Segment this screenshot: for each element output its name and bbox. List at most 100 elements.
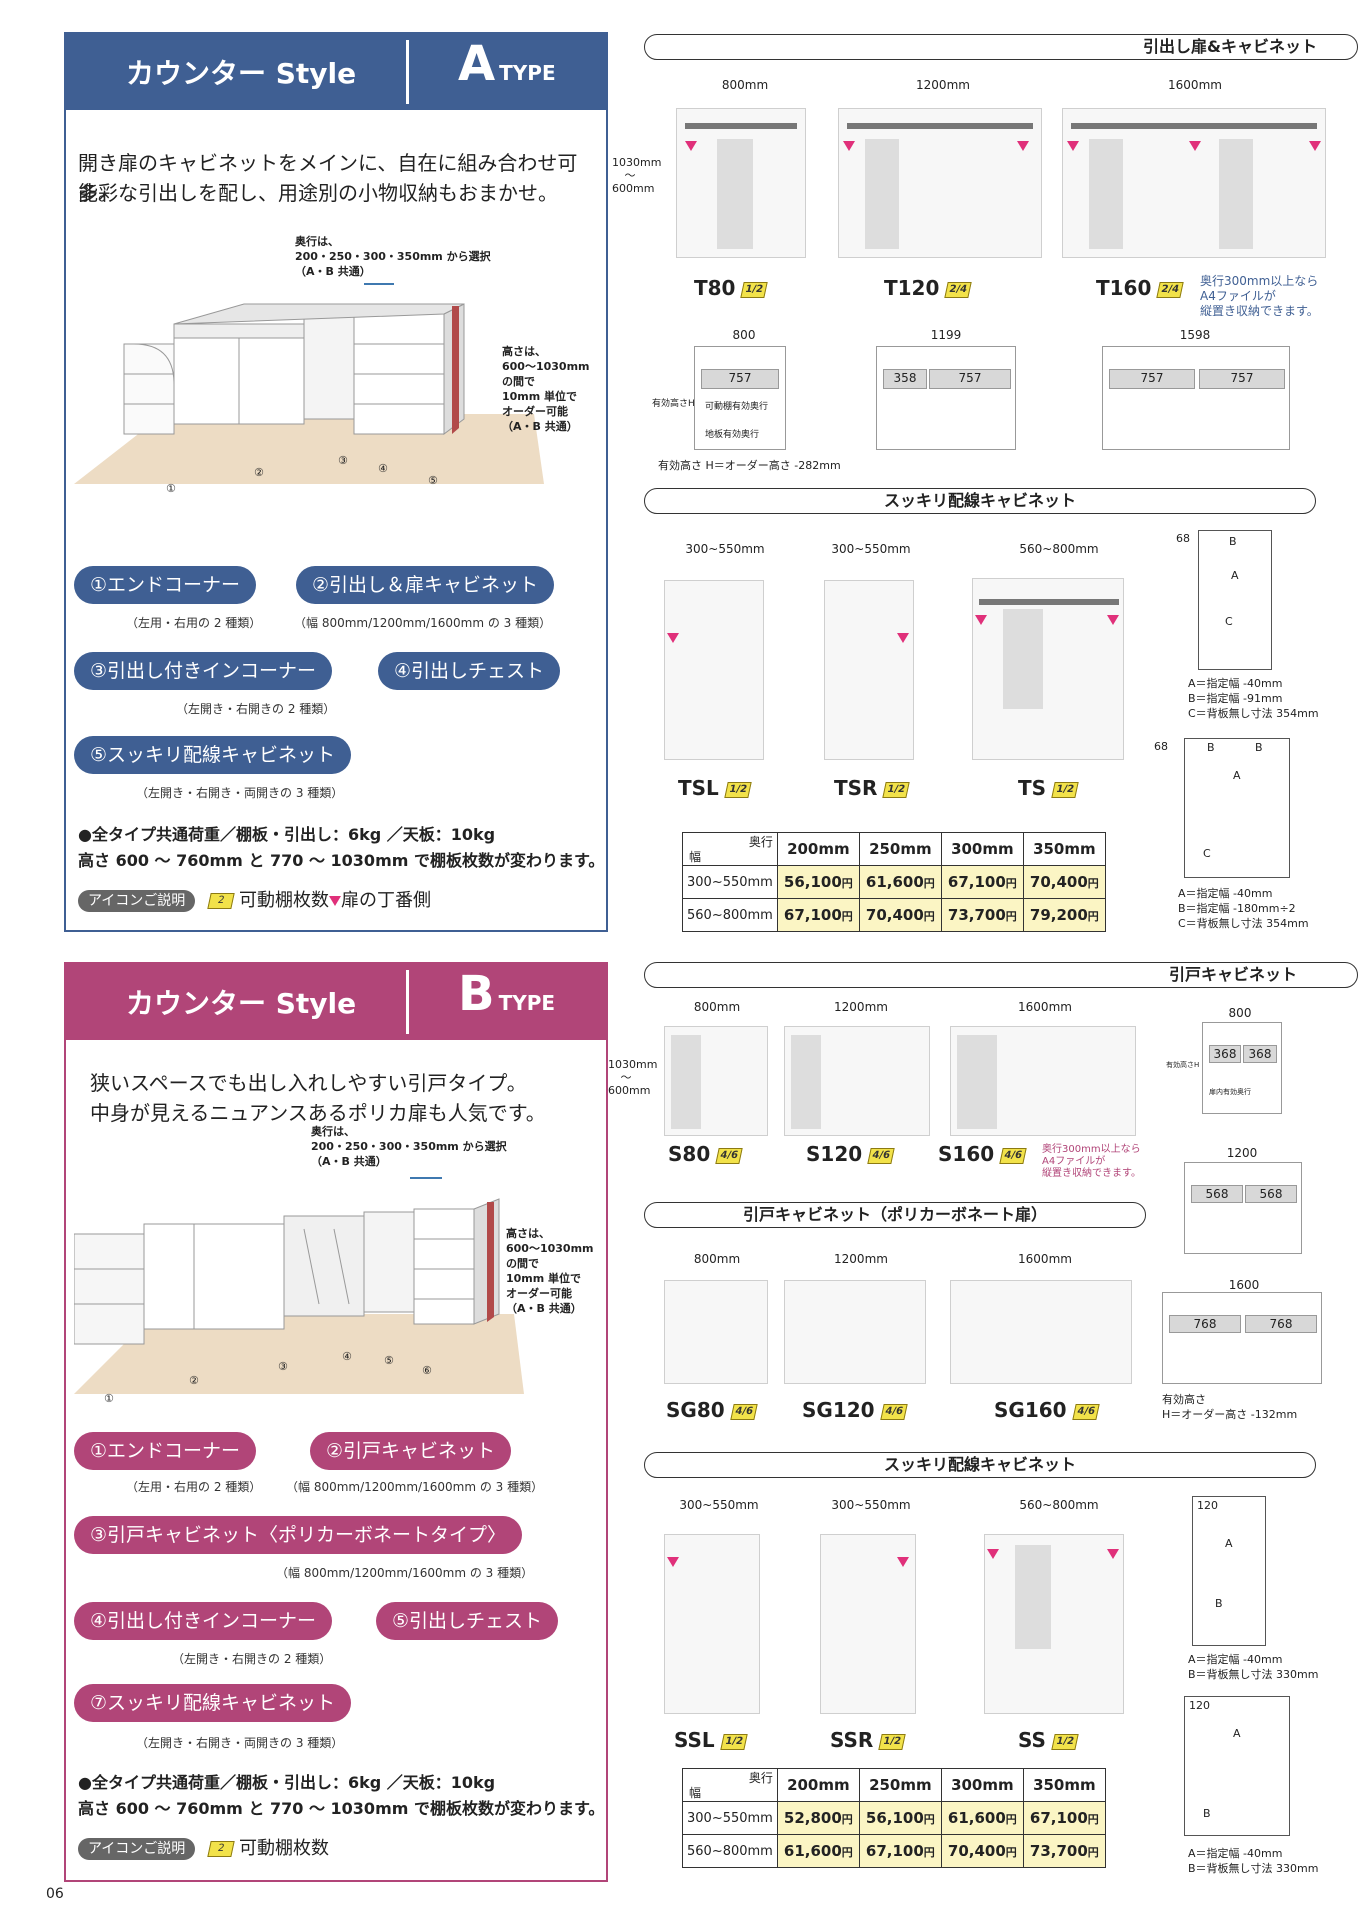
model-s160: S160 4/6	[938, 1142, 1027, 1166]
width-800: 800mm	[721, 78, 769, 92]
plan-t80: 757 可動棚有効奥行 地板有効奥行	[694, 346, 786, 450]
side-label: B	[1207, 741, 1215, 754]
yen-unit: 円	[841, 877, 853, 890]
marker-5: ⑤	[384, 1354, 394, 1367]
sg160-illustration	[950, 1280, 1132, 1384]
eff-note-line: H＝オーダー高さ -132mm	[1162, 1408, 1298, 1421]
item-end-corner-note: （左用・右用の 2 種類）	[126, 616, 262, 630]
lead-line-2: 中身が見えるニュアンスあるポリカ扉も人気です。	[90, 1101, 546, 1125]
ss-illustration	[984, 1534, 1124, 1714]
plan-label: 有効高さH	[1166, 1061, 1200, 1069]
marker-2: ②	[189, 1374, 199, 1387]
side-note-2: A＝指定幅 -40mm B＝指定幅 -180mm÷2 C＝背板無し寸法 354m…	[1178, 886, 1309, 931]
marker-2: ②	[254, 466, 264, 479]
item-wiring-cabinet: ⑤スッキリ配線キャビネット	[74, 736, 352, 774]
model-s120-name: S120	[806, 1142, 863, 1166]
side-label: B	[1255, 741, 1263, 754]
row-label: 300~550mm	[682, 865, 778, 899]
side-label: 120	[1197, 1499, 1218, 1512]
hinge-marker-icon	[1017, 140, 1029, 151]
hinge-marker-icon	[843, 140, 855, 151]
width-1600: 1600mm	[1018, 1000, 1072, 1014]
item-poly-cabinet-note: （幅 800mm/1200mm/1600mm の 3 種類）	[276, 1566, 534, 1580]
side-note-4: A＝指定幅 -40mm B＝背板無し寸法 330mm	[1188, 1846, 1318, 1876]
yen-unit: 円	[841, 1846, 853, 1859]
model-ssr-name: SSR	[830, 1728, 874, 1752]
height-note-4: 10mm 単位で	[502, 390, 578, 403]
ssr-illustration	[820, 1534, 916, 1714]
plan-t160: 757 757	[1102, 346, 1290, 450]
item-end-corner-note: （左用・右用の 2 種類）	[126, 1480, 262, 1494]
lead-line-2: 多彩な引出しを配し、用途別の小物収納もおまかせ。	[78, 181, 558, 205]
shelf-badge-icon: 4/6	[999, 1147, 1027, 1164]
model-t120-name: T120	[884, 276, 940, 300]
yen-unit: 円	[923, 1846, 935, 1859]
ts-illustration	[972, 578, 1124, 760]
height-max: 1030mm	[612, 156, 662, 169]
price-value: 67,100	[947, 873, 1006, 891]
hinge-marker-icon	[667, 1556, 679, 1567]
side-diagram-4: 120 A B	[1184, 1696, 1290, 1836]
item-in-corner: ④引出し付きインコーナー	[74, 1602, 333, 1640]
side-note-line: A＝指定幅 -40mm	[1178, 887, 1273, 900]
table-corner-depth: 奥行	[748, 1771, 773, 1785]
model-s160-name: S160	[938, 1142, 995, 1166]
col-header: 300mm	[940, 1768, 1024, 1802]
t80-illustration	[676, 108, 806, 258]
col-header: 350mm	[1022, 1768, 1106, 1802]
sg80-illustration	[664, 1280, 768, 1384]
plan-cell: 368	[1243, 1045, 1277, 1063]
table-row: 300~550mm 52,800円 56,100円 61,600円 67,100…	[682, 1801, 1106, 1835]
width-300-550: 300~550mm	[831, 542, 911, 556]
price-value: 70,400	[947, 1842, 1006, 1860]
marker-4: ④	[342, 1350, 352, 1363]
yen-unit: 円	[841, 1813, 853, 1826]
model-s80-name: S80	[668, 1142, 711, 1166]
col-header: 250mm	[858, 1768, 942, 1802]
lead-line-1: 開き扉のキャビネットをメインに、自在に組み合わせ可能。	[78, 151, 578, 205]
t160-illustration	[1062, 108, 1326, 258]
width-1600: 1600mm	[1168, 78, 1222, 92]
side-note-line: A＝指定幅 -40mm	[1188, 1847, 1283, 1860]
side-label: A	[1231, 569, 1239, 582]
plan-cell: 358	[883, 369, 927, 389]
plan-1598: 1598	[1179, 328, 1211, 342]
plan-label: 有効高さH	[652, 399, 695, 409]
yen-unit: 円	[1005, 877, 1017, 890]
height-min: 600mm	[612, 182, 655, 195]
model-ss-name: SS	[1018, 1728, 1046, 1752]
model-t80: T80 1/2	[694, 276, 769, 300]
shelf-badge-icon: 1/2	[1051, 1733, 1079, 1750]
a4-note-2: A4ファイルが	[1200, 289, 1276, 303]
model-s120: S120 4/6	[806, 1142, 895, 1166]
header-divider	[406, 970, 409, 1034]
a4-note-1: 奥行300mm以上なら	[1042, 1144, 1141, 1155]
side-note-line: A＝指定幅 -40mm	[1188, 1653, 1283, 1666]
width-300-550: 300~550mm	[831, 1498, 911, 1512]
width-300-550: 300~550mm	[679, 1498, 759, 1512]
price-cell: 70,400円	[1022, 865, 1106, 899]
shelf-badge-icon: 4/6	[1071, 1403, 1100, 1420]
side-label: B	[1215, 1597, 1223, 1610]
plan-cell: 568	[1245, 1185, 1297, 1203]
table-row: 560~800mm 67,100円 70,400円 73,700円 79,200…	[682, 898, 1106, 932]
price-value: 73,700	[947, 906, 1006, 924]
hinge-marker-icon	[975, 614, 987, 625]
shelf-badge-icon: 1/2	[882, 781, 911, 798]
shelf-badge-icon: 4/6	[879, 1403, 908, 1420]
side-label: B	[1229, 535, 1237, 548]
model-sg160: SG160 4/6	[994, 1398, 1100, 1422]
side-label: A	[1233, 769, 1241, 782]
yen-unit: 円	[1087, 1846, 1099, 1859]
item-chest: ④引出しチェスト	[378, 652, 561, 690]
plan-cell: 757	[1109, 369, 1195, 389]
price-value: 52,800	[783, 1809, 842, 1827]
price-value: 79,200	[1029, 906, 1088, 924]
table-row: 300~550mm 56,100円 61,600円 67,100円 70,400…	[682, 865, 1106, 899]
depth-note-2: 200・250・300・350mm から選択	[311, 1140, 507, 1153]
depth-note-1: 奥行は、	[295, 235, 339, 248]
